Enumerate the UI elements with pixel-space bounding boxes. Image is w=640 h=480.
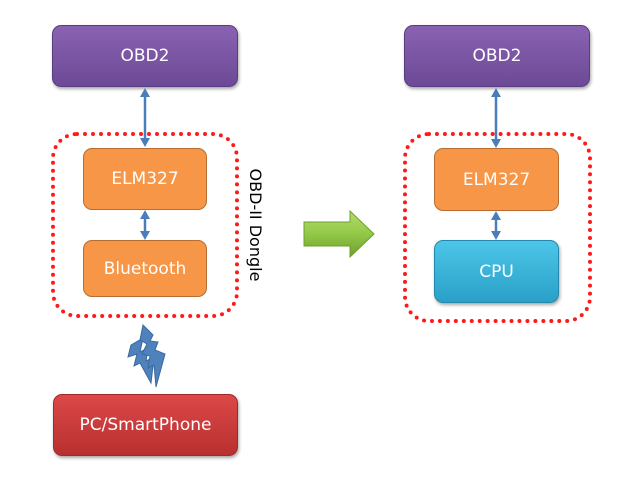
left-pc-smartphone-label: PC/SmartPhone bbox=[79, 415, 212, 435]
left-bluetooth-label: Bluetooth bbox=[103, 258, 187, 279]
left-elm327-bluetooth-arrow bbox=[140, 210, 150, 240]
right-obd2-box: OBD2 bbox=[404, 25, 590, 87]
right-module-group bbox=[403, 132, 592, 323]
wireless-lightning-icon bbox=[127, 323, 166, 388]
right-obd2-label: OBD2 bbox=[472, 46, 522, 66]
left-bluetooth-box: Bluetooth bbox=[83, 240, 207, 297]
left-pc-smartphone-box: PC/SmartPhone bbox=[53, 394, 238, 456]
right-cpu-label: CPU bbox=[479, 261, 514, 282]
right-elm327-box: ELM327 bbox=[434, 148, 559, 211]
transition-arrow-icon bbox=[303, 209, 375, 259]
right-elm327-cpu-arrow bbox=[491, 211, 501, 240]
right-obd2-elm327-arrow bbox=[491, 88, 501, 148]
left-obd2-label: OBD2 bbox=[120, 46, 170, 66]
left-elm327-label: ELM327 bbox=[111, 169, 179, 189]
left-elm327-box: ELM327 bbox=[83, 148, 207, 210]
left-obd2-box: OBD2 bbox=[52, 25, 238, 87]
right-cpu-box: CPU bbox=[434, 240, 559, 303]
right-elm327-label: ELM327 bbox=[462, 169, 531, 190]
left-obd2-elm327-arrow bbox=[140, 88, 150, 147]
